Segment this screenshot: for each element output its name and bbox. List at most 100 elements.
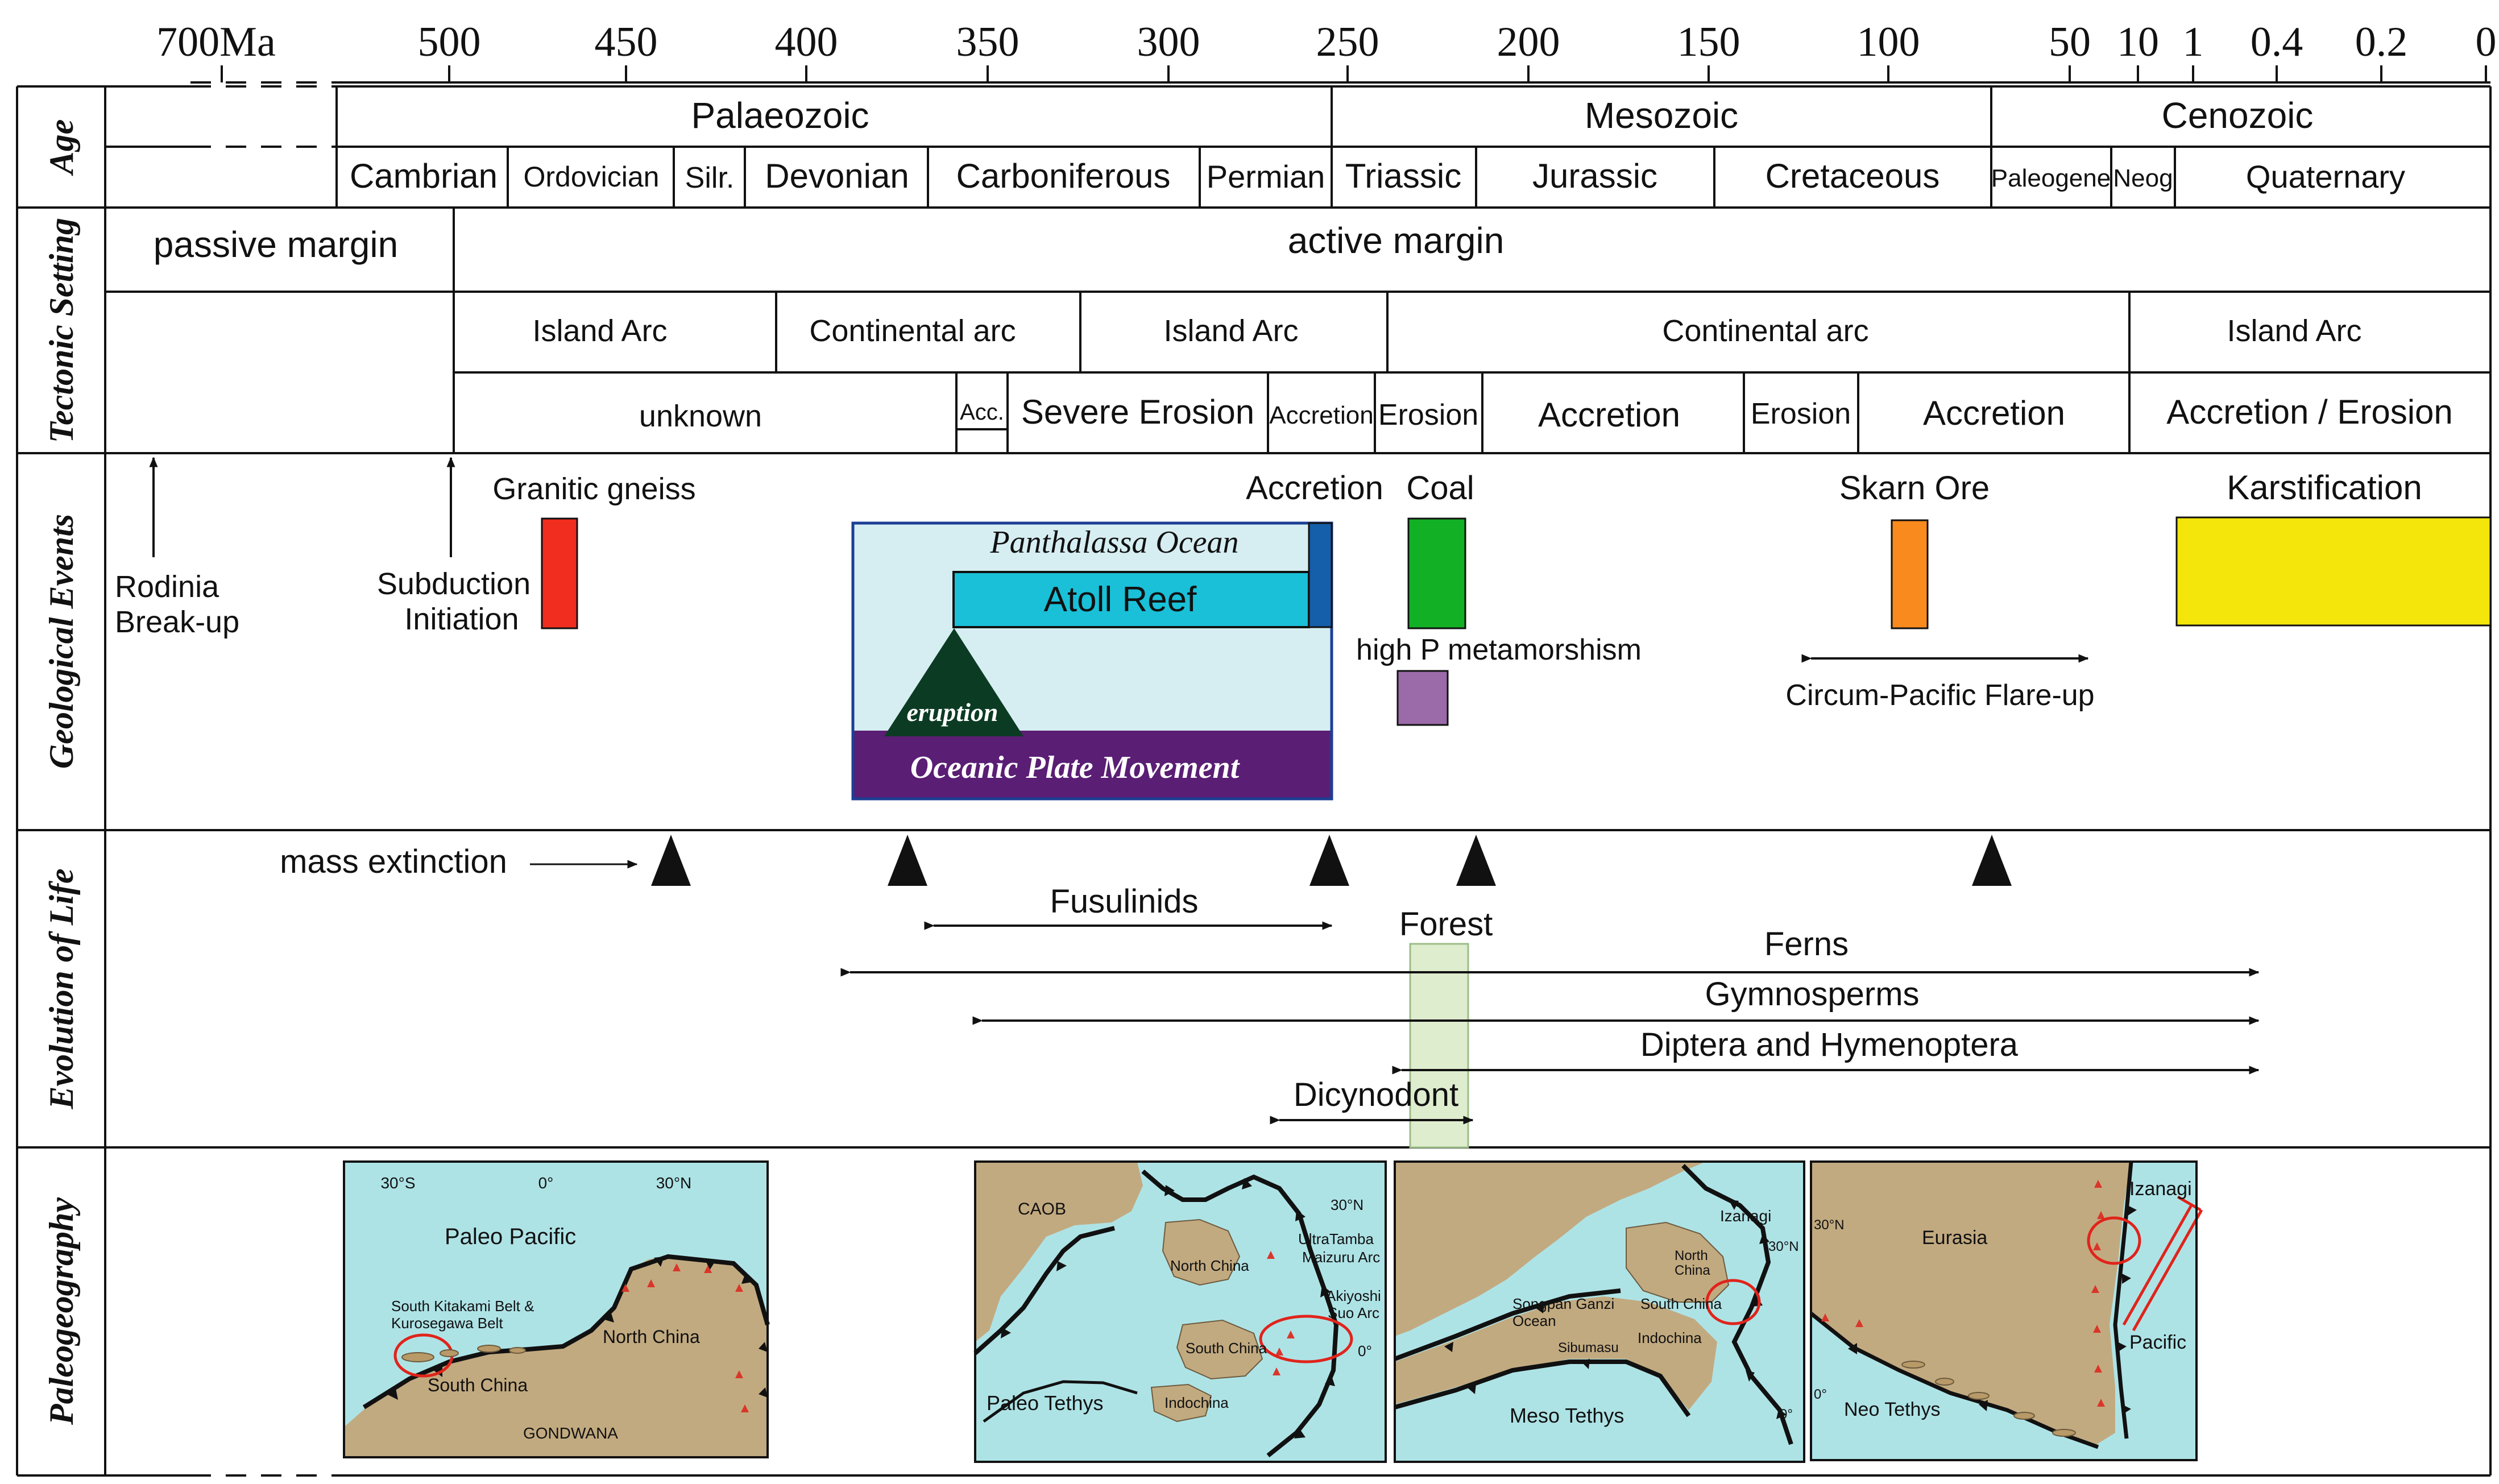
process-label: Acc. <box>960 400 1004 425</box>
ferns-label: Ferns <box>1764 926 1849 963</box>
map3-lat: 30°N <box>1768 1239 1799 1254</box>
process-label: unknown <box>639 399 762 433</box>
rodinia-line-1: Rodinia <box>115 570 219 604</box>
tick-label: 300 <box>1137 19 1200 65</box>
map1-kurosegawa-label: Kurosegawa Belt <box>391 1315 503 1332</box>
map3-izanagi-label: Izanagi <box>1720 1207 1771 1225</box>
map2-highlight-circle <box>1259 1315 1353 1363</box>
map4-island-chain <box>1901 1361 2076 1437</box>
map3-north-china-block <box>1626 1221 1730 1303</box>
period-permian: Permian <box>1207 159 1325 194</box>
coal-label: Coal <box>1406 470 1474 507</box>
map3-suture-south <box>1394 1359 1691 1417</box>
map1-paleo-pacific-label: Paleo Pacific <box>445 1224 576 1249</box>
eruption-label: eruption <box>906 698 998 727</box>
map-late-paleozoic: CAOB 30°N UltraTamba Maizuru Arc North C… <box>973 1160 1387 1463</box>
subduction-line-2: Initiation <box>404 602 519 636</box>
map3-ocean-label: Ocean <box>1512 1312 1556 1329</box>
tick-label: 250 <box>1316 19 1379 65</box>
map3-central-land <box>1395 1296 1717 1410</box>
map2-frame <box>974 1160 1387 1463</box>
map1-lat: 30°S <box>380 1174 415 1192</box>
map4-volcano-markers <box>1821 1180 2105 1407</box>
map3-lat: 0° <box>1780 1407 1793 1422</box>
map4-izanagi-label: Izanagi <box>2129 1178 2192 1200</box>
tick-label: 0.2 <box>2355 19 2408 65</box>
panthalassa-frame <box>851 521 1333 801</box>
map2-volcano-markers <box>1267 1251 1295 1375</box>
map2-lat: 30°N <box>1331 1196 1364 1213</box>
panthalassa-inset: eruption Panthalassa Ocean Atoll Reef Oc… <box>851 521 1333 801</box>
map-cenozoic: Izanagi 30°N Eurasia Pacific 0° Neo Teth… <box>1809 1160 2203 1461</box>
era-cenozoic: Cenozoic <box>2162 95 2314 136</box>
process-label: Erosion <box>1751 397 1851 430</box>
map1-lat: 0° <box>538 1174 554 1192</box>
map2-suo-arc-label: Suo Arc <box>1328 1304 1379 1321</box>
map2-paleo-tethys-label: Paleo Tethys <box>987 1391 1103 1415</box>
map4-eurasia-label: Eurasia <box>1922 1227 1987 1249</box>
map3-highlight-circle <box>1705 1279 1761 1325</box>
map1-kitakami-label: South Kitakami Belt & <box>391 1298 534 1315</box>
forest-band <box>1409 943 1469 1149</box>
map2-indochina-label: Indochina <box>1164 1394 1229 1411</box>
map1-south-china-label: South China <box>428 1375 528 1395</box>
tick-label: 400 <box>775 19 838 65</box>
arc-label: Continental arc <box>1662 314 1868 348</box>
dicynodont-label: Dicynodont <box>1294 1076 1458 1113</box>
period-neogene: Neog <box>2113 164 2173 192</box>
granitic-gneiss-label: Granitic gneiss <box>492 472 695 506</box>
process-label: Accretion <box>1923 394 2065 432</box>
map3-northern-land <box>1395 1162 1706 1336</box>
life-row: mass extinction Fusulinids Forest Ferns … <box>280 835 2260 1149</box>
time-axis <box>190 65 2490 84</box>
map4-frame <box>1810 1160 2198 1461</box>
accretion-blue-bar <box>1308 522 1333 628</box>
map-early-paleozoic: 30°S 0° 30°N Paleo Pacific South Kitakam… <box>343 1160 770 1458</box>
period-cambrian: Cambrian <box>350 157 498 195</box>
tick-label: 700Ma <box>156 19 276 65</box>
era-palaeozoic: Palaeozoic <box>691 95 869 136</box>
map4-pacific-label: Pacific <box>2129 1332 2186 1353</box>
map4-highlight-circle <box>2087 1216 2141 1265</box>
map3-china-label: China <box>1675 1263 1710 1278</box>
row-labels: Age Tectonic Setting Geological Events E… <box>43 119 80 1425</box>
tick-label: 350 <box>956 19 1020 65</box>
tectonic-margin-labels: passive margin active margin <box>154 220 1505 265</box>
map2-akiyoshi-label: Akiyoshi <box>1326 1287 1381 1304</box>
row-label-geological-events: Geological Events <box>43 514 80 769</box>
period-silurian: Silr. <box>685 161 735 194</box>
map-mesozoic: Izanagi 30°N North China Songpan Ganzi O… <box>1394 1160 1805 1463</box>
map1-land <box>344 1257 768 1457</box>
map2-suture-west <box>973 1226 1115 1355</box>
skarn-ore-bar <box>1891 519 1929 629</box>
tick-label: 100 <box>1857 19 1920 65</box>
oceanic-plate-bar <box>853 731 1332 799</box>
axis-ticks <box>221 65 2487 82</box>
age-row <box>105 86 2490 208</box>
map2-caob-label: CAOB <box>1018 1200 1066 1218</box>
map4-subduction-zone <box>2113 1161 2133 1439</box>
period-devonian: Devonian <box>765 157 909 195</box>
map3-south-china-label: South China <box>1640 1295 1722 1312</box>
map2-caob-land <box>975 1162 1143 1342</box>
map4-subduction-teeth <box>1848 1205 2137 1415</box>
active-margin-label: active margin <box>1288 220 1505 261</box>
subduction-label: Subduction Initiation <box>377 567 531 636</box>
extinction-markers <box>651 835 2012 886</box>
map2-north-china-block <box>1162 1218 1241 1286</box>
process-label: Erosion <box>1378 399 1478 432</box>
map1-subduction-teeth <box>387 1257 768 1400</box>
extinction-triangle <box>651 835 691 886</box>
era-labels: Palaeozoic Mesozoic Cenozoic <box>691 95 2313 136</box>
main-frame <box>16 85 2492 1477</box>
period-triassic: Triassic <box>1345 157 1461 195</box>
map4-neo-tethys-label: Neo Tethys <box>1844 1399 1940 1420</box>
passive-margin-label: passive margin <box>154 224 398 265</box>
process-label: Accretion <box>1538 396 1680 434</box>
coal-bar <box>1407 517 1466 629</box>
map3-north-label: North <box>1675 1248 1708 1263</box>
period-ordovician: Ordovician <box>524 161 660 193</box>
tick-label: 150 <box>1677 19 1740 65</box>
map1-north-china-label: North China <box>603 1327 700 1347</box>
